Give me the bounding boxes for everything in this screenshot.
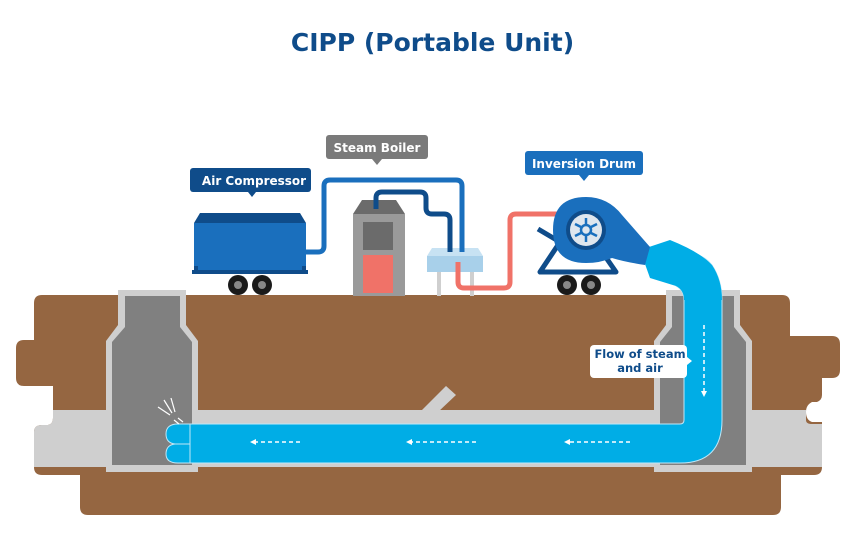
inversion-drum [536,197,722,300]
escaping-air-icon [157,397,184,425]
hoses [306,177,560,291]
steam-hose [373,189,453,252]
lateral-pipe [420,386,456,412]
flow-arrows [254,325,705,443]
air-hose [306,177,465,255]
fan-icon [574,218,598,242]
hot-air-hose [455,211,560,291]
label-text: Steam Boiler [334,141,421,155]
wheel-icon [228,275,272,295]
label-steam-boiler: Steam Boiler [326,135,428,165]
label-inversion-drum: Inversion Drum [525,151,643,181]
air-compressor [192,213,308,295]
label-air-compressor: Air Compressor [190,168,311,197]
flow-arrowheads [250,391,707,445]
label-flow-of-steam: Flow of steam and air [590,345,692,378]
label-text: Flow of steam [594,347,685,361]
label-text: and air [617,361,663,375]
heat-exchanger [427,248,483,296]
label-text: Inversion Drum [532,157,636,171]
diagram-title: CIPP (Portable Unit) [290,28,575,57]
label-text: Air Compressor [202,174,306,188]
steam-boiler [353,200,405,296]
liner-tube [189,253,723,464]
wheel-icon [557,275,601,295]
cipp-liner [157,253,723,464]
